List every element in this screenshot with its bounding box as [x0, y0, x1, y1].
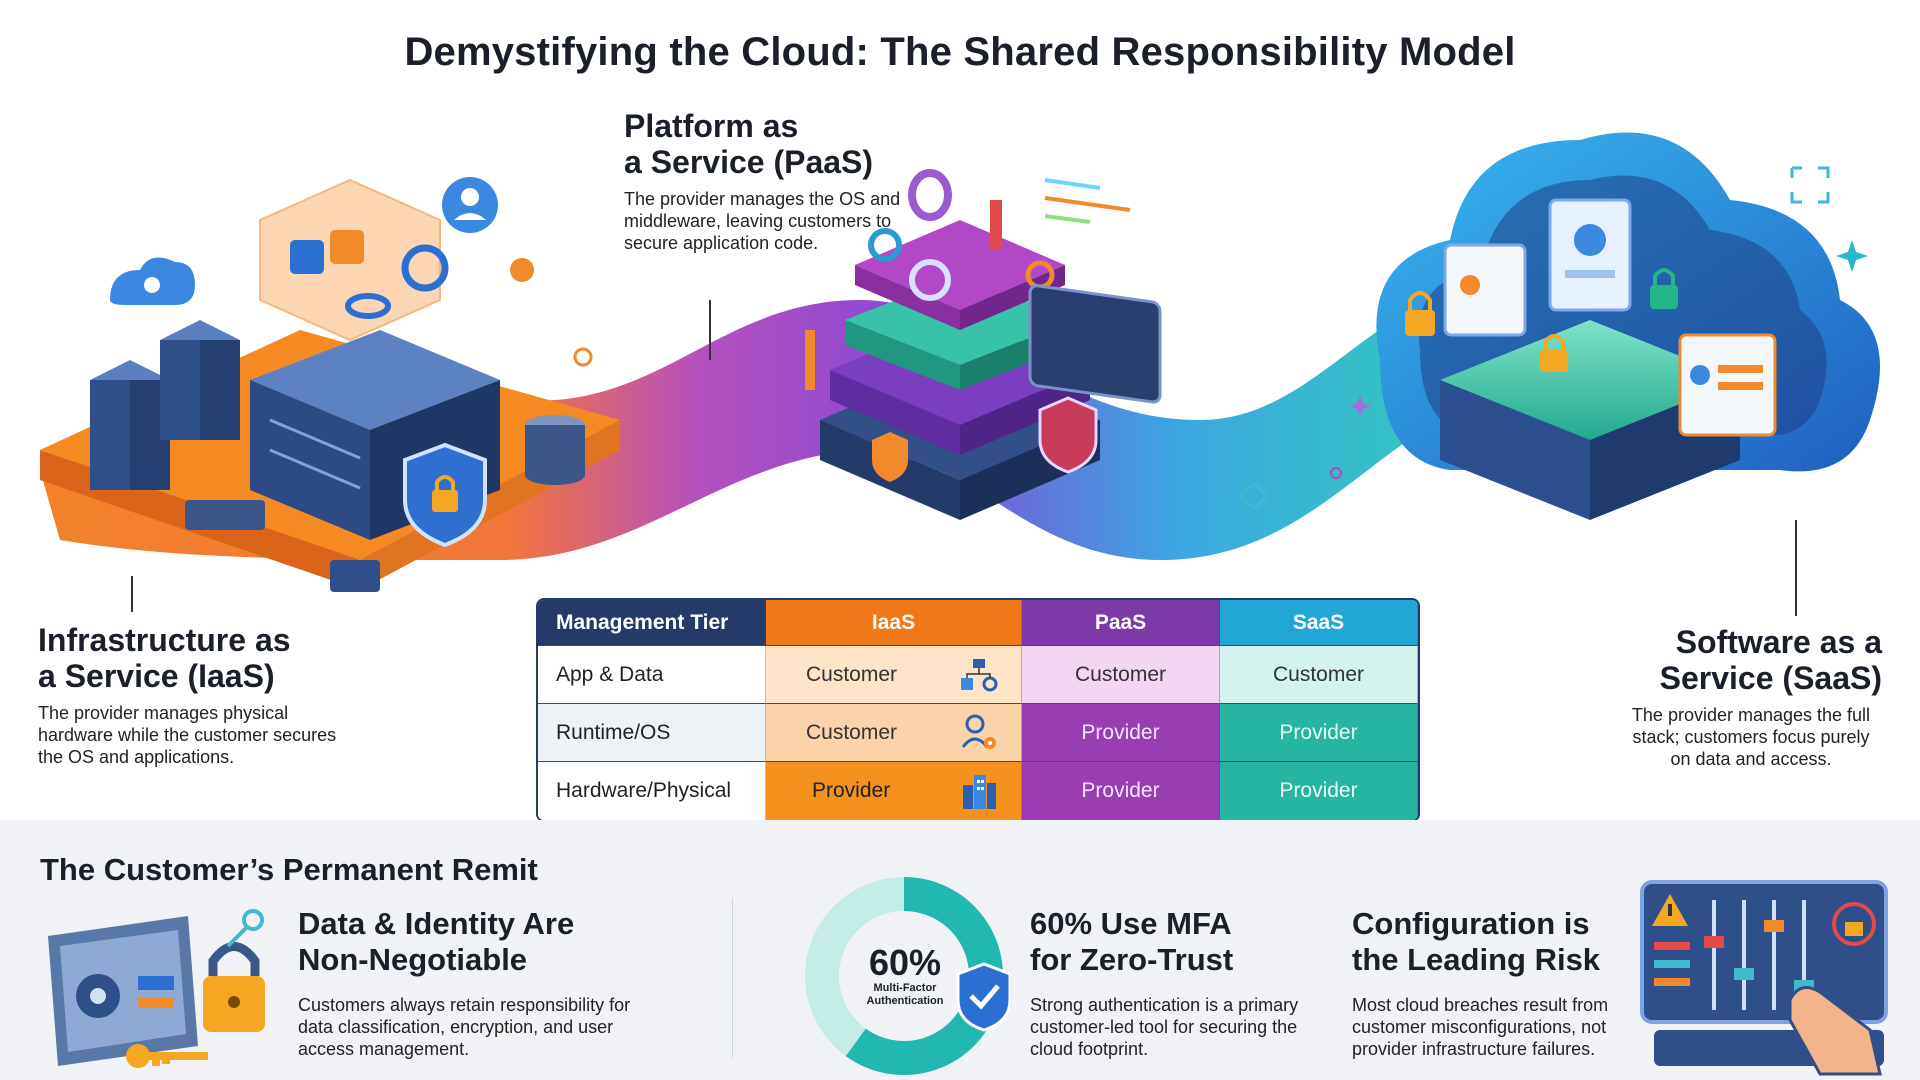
sparkle-icon: [1349, 395, 1371, 417]
cell-paas-app-data: Customer: [1022, 646, 1220, 704]
section-divider: [732, 898, 733, 1058]
workflow-icon: [961, 658, 998, 691]
user-card-icon: [1443, 243, 1527, 337]
pillar-icon: [990, 200, 1002, 250]
mfa-sub-2: Authentication: [866, 995, 944, 1007]
shield-icon: [1038, 396, 1098, 474]
mfa-donut-chart: [805, 877, 1010, 1075]
server-rack-icon: [90, 320, 240, 490]
cell-iaas-app-data: Customer: [766, 646, 1022, 704]
padlock-icon: [1540, 334, 1568, 372]
cell-value: Customer: [806, 662, 898, 686]
cell-iaas-runtime-os: Customer: [766, 704, 1022, 762]
cell-iaas-hardware: Provider: [766, 762, 1022, 820]
cell-saas-runtime-os: Provider: [1220, 704, 1418, 762]
saas-title: Software as a Service (SaaS): [1659, 624, 1882, 696]
responsibility-table: Management Tier IaaS PaaS SaaS App & Dat…: [536, 598, 1420, 822]
gear-icon: [909, 259, 951, 301]
shield-lock-icon: [403, 442, 487, 548]
iaas-title: Infrastructure as a Service (IaaS): [38, 622, 291, 694]
row-label-hardware: Hardware/Physical: [538, 762, 766, 820]
app-hexagon-icon: [259, 178, 449, 342]
saas-description-block: Software as a Service (SaaS) The provide…: [1620, 624, 1882, 770]
network-switch-icon: [185, 500, 265, 530]
pillar-icon: [805, 330, 815, 390]
feature-mfa-title: 60% Use MFA for Zero-Trust: [1030, 906, 1234, 977]
cell-value: Customer: [806, 720, 898, 744]
user-avatar-icon: [442, 177, 498, 233]
mfa-percent: 60%: [868, 942, 942, 983]
cloud-models-illustration: [40, 132, 1880, 616]
feature-data-identity-desc: Customers always retain responsibility f…: [298, 995, 631, 1059]
feature-data-identity-title: Data & Identity Are Non-Negotiable: [298, 906, 575, 977]
padlock-icon: [1650, 268, 1678, 309]
feature-mfa-desc: Strong authentication is a primary custo…: [1030, 995, 1299, 1059]
saas-description: The provider manages the full stack; cus…: [1631, 705, 1871, 769]
iaas-platform-illustration: [40, 177, 620, 592]
remit-title: The Customer’s Permanent Remit: [40, 852, 538, 887]
table-header-paas: PaaS: [1022, 600, 1220, 646]
paas-title: Platform as a Service (PaaS): [624, 108, 874, 180]
cell-paas-runtime-os: Provider: [1022, 704, 1220, 762]
page-title: Demystifying the Cloud: The Shared Respo…: [404, 30, 1516, 74]
cell-saas-hardware: Provider: [1220, 762, 1418, 820]
building-icon: [963, 775, 996, 809]
gear-chip-icon: [330, 560, 380, 592]
cell-saas-app-data: Customer: [1220, 646, 1418, 704]
ring-icon: [908, 169, 952, 221]
diamond-icon: [1239, 481, 1269, 511]
table-header-saas: SaaS: [1220, 600, 1418, 646]
iaas-description-block: Infrastructure as a Service (IaaS) The p…: [38, 622, 358, 768]
vault-lock-icon: [48, 909, 265, 1068]
table-header-tier: Management Tier: [538, 600, 766, 646]
gear-icon: [868, 228, 902, 262]
saas-cloud-illustration: [1376, 132, 1880, 520]
table-header-iaas: IaaS: [766, 600, 1022, 646]
cell-value: Provider: [812, 779, 891, 802]
shield-icon: [872, 432, 908, 482]
profile-card-icon: [1548, 198, 1632, 312]
feature-config-title: Configuration is the Leading Risk: [1352, 906, 1601, 977]
cloud-gear-icon: [110, 257, 195, 305]
node-dot-icon: [510, 258, 534, 282]
code-window-icon: [1028, 178, 1162, 404]
sparkle-icon: [1836, 240, 1868, 272]
cell-paas-hardware: Provider: [1022, 762, 1220, 820]
mfa-sub-1: Multi-Factor: [873, 982, 937, 994]
feature-config-desc: Most cloud breaches result from customer…: [1352, 995, 1609, 1059]
shield-check-icon: [956, 962, 1010, 1032]
paas-description-block: Platform as a Service (PaaS) The provide…: [624, 108, 924, 254]
row-label-app-data: App & Data: [538, 646, 766, 704]
row-label-runtime-os: Runtime/OS: [538, 704, 766, 762]
iaas-description: The provider manages physical hardware w…: [38, 703, 337, 767]
dot-icon: [1330, 467, 1342, 479]
paas-description: The provider manages the OS and middlewa…: [624, 189, 901, 253]
mfa-donut-label: 60% Multi-Factor Authentication: [860, 944, 950, 1008]
control-panel-icon: [1640, 880, 1888, 1076]
user-gear-icon: [961, 714, 996, 749]
paas-stack-illustration: [805, 169, 1162, 520]
database-icon: [525, 415, 585, 485]
settings-card-icon: [1678, 333, 1777, 437]
padlock-icon: [1405, 291, 1435, 336]
focus-frame-icon: [1790, 166, 1830, 204]
dot-icon: [573, 347, 593, 367]
